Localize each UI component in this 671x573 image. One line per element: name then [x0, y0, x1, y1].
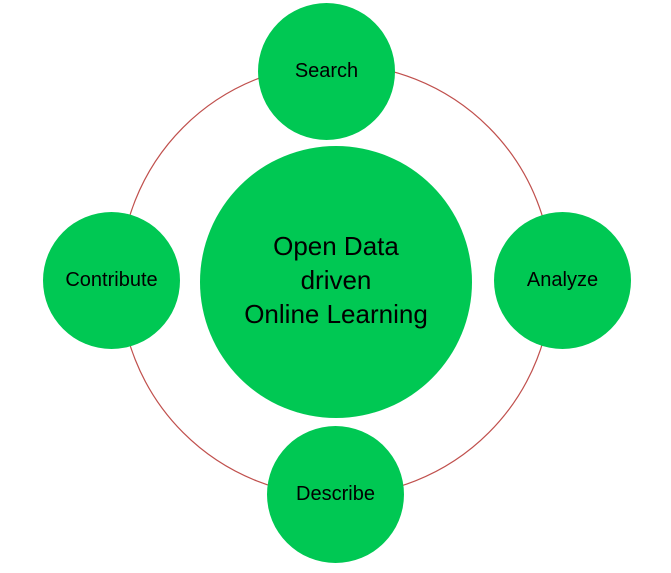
center-node-label: Open Data driven Online Learning: [244, 230, 428, 330]
contribute-node-label: Contribute: [65, 269, 158, 291]
describe-node: Describe: [267, 426, 404, 563]
contribute-node: Contribute: [43, 212, 180, 349]
analyze-node: Analyze: [494, 212, 631, 349]
search-node: Search: [258, 3, 395, 140]
center-node: Open Data driven Online Learning: [200, 146, 472, 418]
search-node-label: Search: [294, 60, 359, 82]
analyze-node-label: Analyze: [526, 269, 599, 291]
describe-node-label: Describe: [296, 483, 375, 505]
